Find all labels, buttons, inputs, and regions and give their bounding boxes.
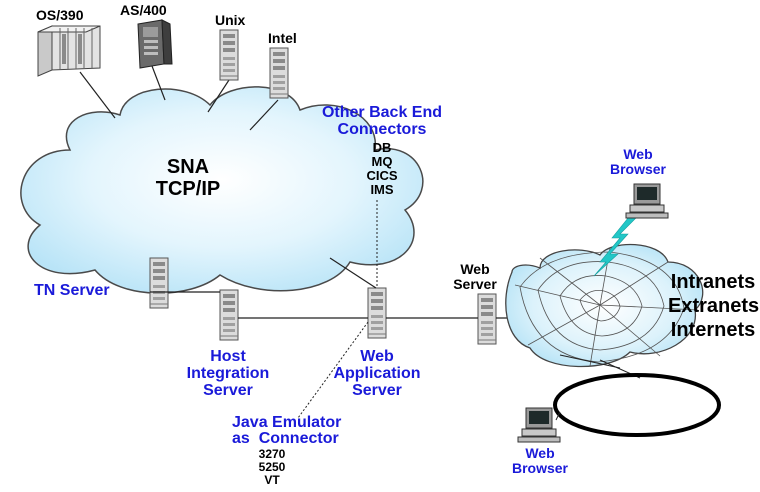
web-server-line2: Server — [453, 276, 497, 292]
web-application-server-icon — [367, 287, 387, 339]
host-integration-label: Host Integration Server — [178, 348, 278, 399]
network-label-line1: SNA — [166, 156, 210, 178]
back-end-connectors-title: Other Back End Connectors — [306, 104, 458, 138]
wireless-lightning-icon — [593, 217, 637, 277]
as400-server-icon — [137, 19, 173, 69]
web-app-line3: Server — [352, 382, 402, 399]
web-server-icon — [477, 293, 497, 345]
web-browser-bottom-line1: Web — [525, 445, 555, 461]
web-app-line2: Application — [333, 365, 421, 382]
back-end-title-line2: Connectors — [337, 121, 427, 138]
as400-link — [151, 65, 166, 101]
sna-tcpip-cloud — [20, 86, 424, 294]
host-integration-server-icon — [219, 289, 239, 341]
network-label-line2: TCP/IP — [155, 178, 221, 200]
network-label: SNA TCP/IP — [128, 156, 248, 200]
web-browser-bottom-label: Web Browser — [500, 446, 580, 476]
web-server-line1: Web — [460, 261, 490, 277]
web-browser-top-line2: Browser — [609, 161, 667, 177]
os390-link — [79, 71, 116, 119]
web-server-label: Web Server — [440, 262, 510, 292]
intel-server-icon — [269, 47, 289, 99]
tn-server-label: TN Server — [34, 282, 110, 299]
networks-line1: Intranets — [670, 271, 756, 293]
back-end-connector-list: DB MQ CICS IMS — [342, 141, 422, 197]
emulator-type: 3270 — [258, 447, 286, 461]
host-integration-line3: Server — [203, 382, 253, 399]
web-browser-top-label: Web Browser — [598, 147, 678, 177]
web-browser-top-line1: Web — [623, 146, 653, 162]
intel-label: Intel — [268, 30, 297, 46]
host-integration-line2: Integration — [186, 365, 270, 382]
back-end-item: DB — [372, 140, 392, 155]
internet-web-cloud — [505, 243, 704, 379]
networks-line2: Extranets — [668, 295, 760, 317]
web-browser-top-pc-icon — [625, 183, 669, 219]
java-emulator-types: 3270 5250 VT — [252, 448, 292, 487]
back-end-item: MQ — [371, 154, 393, 169]
intel-link — [249, 99, 279, 131]
os390-label: OS/390 — [36, 7, 84, 23]
java-emulator-line1: Java Emulator — [232, 414, 342, 431]
web-browser-bottom-pc-icon — [517, 407, 561, 443]
as400-label: AS/400 — [120, 2, 167, 18]
tn-server-icon — [149, 257, 169, 309]
unix-label: Unix — [215, 12, 246, 28]
unix-link — [207, 79, 230, 113]
lan-ring — [553, 373, 721, 437]
back-end-title-line1: Other Back End — [321, 104, 443, 121]
emulator-type: 5250 — [258, 460, 286, 474]
web-application-server-label: Web Application Server — [322, 348, 432, 399]
back-end-item: IMS — [370, 182, 394, 197]
java-emulator-line2: as Connector — [232, 430, 339, 447]
back-end-item: CICS — [366, 168, 398, 183]
java-emulator-label: Java Emulator as Connector — [232, 415, 341, 447]
webapp-to-cloud-link — [329, 257, 377, 289]
networks-label: Intranets Extranets Internets — [668, 270, 760, 342]
web-app-line1: Web — [360, 348, 394, 365]
networks-line3: Internets — [670, 319, 756, 341]
emulator-type: VT — [264, 473, 280, 487]
unix-server-icon — [219, 29, 239, 81]
os390-mainframe-icon — [37, 25, 101, 77]
host-integration-line1: Host — [210, 348, 246, 365]
bottom-pc-link — [555, 411, 561, 421]
web-browser-bottom-line2: Browser — [511, 460, 569, 476]
